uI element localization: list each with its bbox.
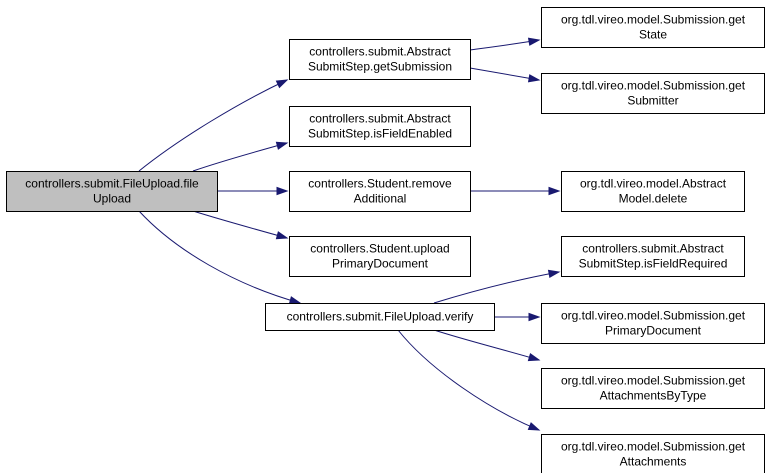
edge-fileUpload-to-uploadPrimary xyxy=(192,210,289,240)
node-label-line: org.tdl.vireo.model.Submission.get xyxy=(561,440,746,454)
arrow-head-icon xyxy=(527,74,541,83)
edge-verify-to-getPrimaryDocument xyxy=(494,312,541,322)
node-label-line: controllers.submit.Abstract xyxy=(582,242,724,256)
node-label-line: SubmitStep.isFieldRequired xyxy=(579,257,728,271)
node-box xyxy=(289,106,471,147)
edge-fileUpload-to-removeAdditional xyxy=(217,186,289,196)
node-getSubmitter[interactable]: org.tdl.vireo.model.Submission.getSubmit… xyxy=(541,73,765,114)
node-label-line: controllers.Student.remove xyxy=(308,177,452,191)
arrow-head-icon xyxy=(276,186,289,196)
node-box xyxy=(561,171,745,212)
node-label-line: org.tdl.vireo.model.Submission.get xyxy=(561,13,746,27)
arrow-head-icon xyxy=(288,296,302,305)
edge-removeAdditional-to-delete xyxy=(470,186,561,196)
node-getPrimaryDocument[interactable]: org.tdl.vireo.model.Submission.getPrimar… xyxy=(541,303,765,344)
node-box xyxy=(289,39,471,80)
arrow-head-icon xyxy=(275,231,289,240)
node-label-line: controllers.submit.Abstract xyxy=(309,112,451,126)
node-label-line: State xyxy=(639,28,667,42)
node-box xyxy=(541,434,765,473)
edge-verify-to-getAttachments xyxy=(397,329,541,431)
node-label-line: org.tdl.vireo.model.Abstract xyxy=(580,177,727,191)
arrow-head-icon xyxy=(547,269,561,279)
edges xyxy=(138,37,561,431)
node-box xyxy=(541,73,765,114)
edge-fileUpload-to-isFieldEnabled xyxy=(192,141,289,172)
node-box xyxy=(561,236,745,277)
edge-line xyxy=(397,329,540,431)
arrow-head-icon xyxy=(528,312,541,322)
node-getAttachments[interactable]: org.tdl.vireo.model.Submission.getAttach… xyxy=(541,434,765,473)
node-box xyxy=(289,171,471,212)
node-isFieldRequired[interactable]: controllers.submit.AbstractSubmitStep.is… xyxy=(561,236,745,277)
edge-verify-to-getAttachmentsByType xyxy=(433,329,541,362)
edge-verify-to-isFieldRequired xyxy=(433,269,561,304)
edge-line xyxy=(192,142,288,172)
node-label-line: controllers.submit.FileUpload.file xyxy=(25,177,199,191)
node-label-line: Model.delete xyxy=(619,192,688,206)
edge-line xyxy=(192,210,288,239)
node-box xyxy=(541,7,765,48)
arrow-head-icon xyxy=(527,37,541,46)
node-label-line: SubmitStep.getSubmission xyxy=(308,60,452,74)
edge-getSubmission-to-getState xyxy=(469,37,541,51)
edge-line xyxy=(138,79,288,172)
node-box xyxy=(541,303,765,344)
node-uploadPrimary[interactable]: controllers.Student.uploadPrimaryDocumen… xyxy=(289,236,471,277)
arrow-head-icon xyxy=(527,353,541,362)
node-label-line: Additional xyxy=(354,192,407,206)
edge-line xyxy=(469,67,540,81)
node-label-line: org.tdl.vireo.model.Submission.get xyxy=(561,374,746,388)
edge-fileUpload-to-verify xyxy=(138,210,302,305)
nodes: controllers.submit.FileUpload.fileUpload… xyxy=(6,7,765,473)
arrow-head-icon xyxy=(275,141,289,150)
edge-line xyxy=(433,271,560,304)
node-getAttachmentsByType[interactable]: org.tdl.vireo.model.Submission.getAttach… xyxy=(541,368,765,409)
node-box xyxy=(541,368,765,409)
edge-line xyxy=(138,210,301,304)
node-label-line: org.tdl.vireo.model.Submission.get xyxy=(561,309,746,323)
arrow-head-icon xyxy=(548,186,561,196)
node-label-line: Upload xyxy=(93,192,131,206)
arrow-head-icon xyxy=(527,422,541,431)
node-label-line: controllers.Student.upload xyxy=(310,242,449,256)
arrow-head-icon xyxy=(275,79,289,89)
node-label-line: controllers.submit.FileUpload.verify xyxy=(287,310,474,324)
node-label-line: SubmitStep.isFieldEnabled xyxy=(308,127,452,141)
node-getSubmission[interactable]: controllers.submit.AbstractSubmitStep.ge… xyxy=(289,39,471,80)
node-box xyxy=(289,236,471,277)
node-label-line: PrimaryDocument xyxy=(605,324,702,338)
node-label-line: Attachments xyxy=(620,455,687,469)
edge-fileUpload-to-getSubmission xyxy=(138,79,289,172)
node-verify[interactable]: controllers.submit.FileUpload.verify xyxy=(265,303,495,331)
edge-line xyxy=(433,329,540,361)
node-box xyxy=(265,303,495,331)
node-label-line: PrimaryDocument xyxy=(332,257,429,271)
node-label-line: Submitter xyxy=(627,94,678,108)
node-label-line: AttachmentsByType xyxy=(600,389,707,403)
node-label-line: org.tdl.vireo.model.Submission.get xyxy=(561,79,746,93)
node-label-line: controllers.submit.Abstract xyxy=(309,45,451,59)
edge-getSubmission-to-getSubmitter xyxy=(469,67,541,83)
node-isFieldEnabled[interactable]: controllers.submit.AbstractSubmitStep.is… xyxy=(289,106,471,147)
node-box xyxy=(6,171,218,212)
